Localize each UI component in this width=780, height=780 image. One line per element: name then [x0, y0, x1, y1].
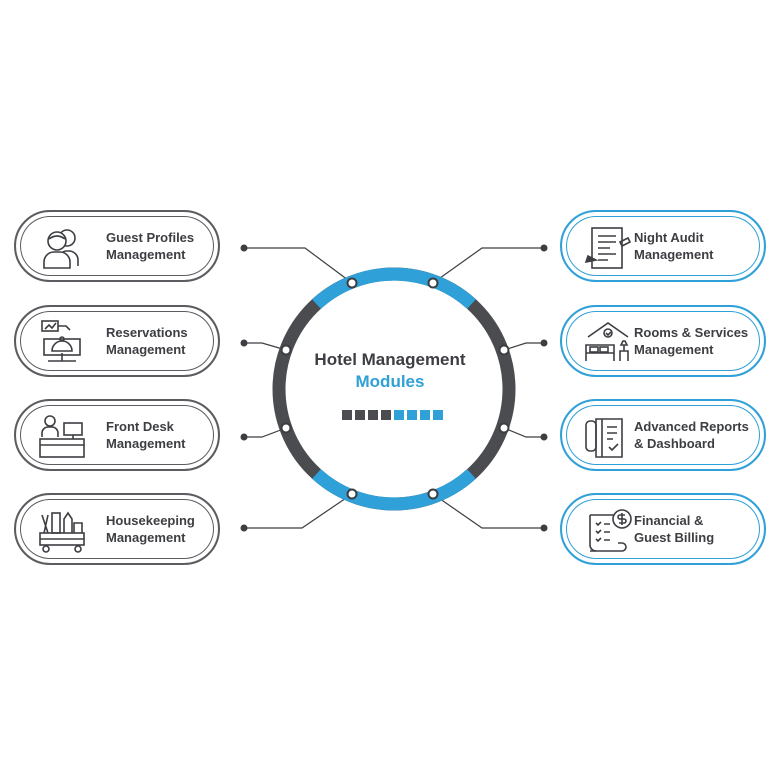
module-title-line: Front Desk [106, 419, 174, 434]
module-rooms-services[interactable]: Rooms & Services Management [560, 305, 766, 377]
housekeeping-cart-icon [39, 511, 85, 553]
square-dark [355, 410, 365, 420]
connector-dots [280, 277, 510, 500]
module-title-line: Guest Billing [634, 530, 715, 545]
ring [272, 267, 516, 511]
hotel-room-icon [585, 322, 629, 361]
square-blue [433, 410, 443, 420]
square-dark [342, 410, 352, 420]
module-label: Front Desk Management [106, 418, 218, 452]
module-title-line: & Dashboard [634, 436, 715, 451]
module-advanced-reports[interactable]: Advanced Reports & Dashboard [560, 399, 766, 471]
module-title-line: Management [106, 247, 186, 262]
module-title-line: Reservations [106, 325, 188, 340]
night-audit-document-icon [584, 227, 632, 269]
square-dark [381, 410, 391, 420]
reports-dashboard-icon [585, 418, 623, 458]
front-desk-icon [39, 415, 85, 458]
module-title-line: Management [106, 530, 186, 545]
square-blue [420, 410, 430, 420]
progress-squares [342, 410, 443, 422]
module-label: Guest Profiles Management [106, 229, 218, 263]
module-title-line: Management [634, 342, 714, 357]
module-label: Night Audit Management [634, 229, 762, 263]
module-guest-profiles[interactable]: Guest Profiles Management [14, 210, 220, 282]
module-reservations[interactable]: Reservations Management [14, 305, 220, 377]
module-label: Rooms & Services Management [634, 324, 762, 358]
module-label: Advanced Reports & Dashboard [634, 418, 762, 452]
module-title-line: Financial & [634, 513, 704, 528]
module-title-line: Advanced Reports [634, 419, 749, 434]
module-label: Financial & Guest Billing [634, 512, 762, 546]
reservation-bell-icon [41, 320, 81, 362]
diagram-subtitle: Modules [355, 372, 425, 391]
module-title-line: Guest Profiles [106, 230, 195, 245]
module-title-line: Management [634, 247, 714, 262]
module-front-desk[interactable]: Front Desk Management [14, 399, 220, 471]
module-housekeeping[interactable]: Housekeeping Management [14, 493, 220, 565]
module-title-line: Rooms & Services [634, 325, 749, 340]
module-title-line: Housekeeping [106, 513, 195, 528]
square-blue [407, 410, 417, 420]
module-financial-billing[interactable]: Financial & Guest Billing [560, 493, 766, 565]
square-blue [394, 410, 404, 420]
module-title-line: Management [106, 342, 186, 357]
end-dots [240, 244, 548, 532]
connector-lines [244, 247, 544, 529]
square-dark [368, 410, 378, 420]
module-title-line: Night Audit [634, 230, 704, 245]
module-title-line: Management [106, 436, 186, 451]
module-label: Housekeeping Management [106, 512, 218, 546]
module-label: Reservations Management [106, 324, 218, 358]
diagram-title: Hotel Management [314, 350, 466, 369]
billing-dollar-icon [589, 509, 632, 552]
guest-profiles-icon [43, 229, 79, 269]
module-night-audit[interactable]: Night Audit Management [560, 210, 766, 282]
